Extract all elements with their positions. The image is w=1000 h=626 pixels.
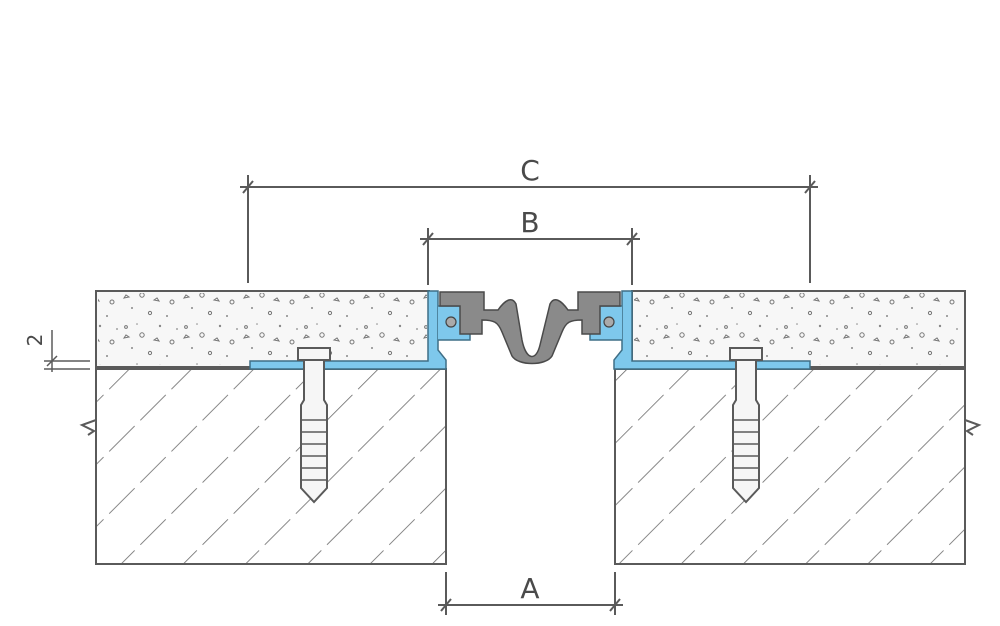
rubber-seal-insert xyxy=(439,291,621,365)
dimension-c: C xyxy=(240,154,818,283)
thickness-dimension: 2 xyxy=(23,330,90,372)
dimension-b-label: B xyxy=(520,206,539,239)
thickness-label: 2 xyxy=(23,334,47,347)
right-anchor-screw xyxy=(729,347,763,504)
left-anchor-screw xyxy=(297,347,331,504)
dimension-c-label: C xyxy=(520,154,540,187)
left-concrete-topping xyxy=(95,290,430,368)
right-base-block xyxy=(614,368,982,565)
dimension-a-label: A xyxy=(520,572,539,605)
left-base-block xyxy=(79,368,447,565)
right-concrete-topping xyxy=(631,290,966,368)
dimension-a: A xyxy=(438,572,623,615)
dimension-b: B xyxy=(420,206,640,285)
